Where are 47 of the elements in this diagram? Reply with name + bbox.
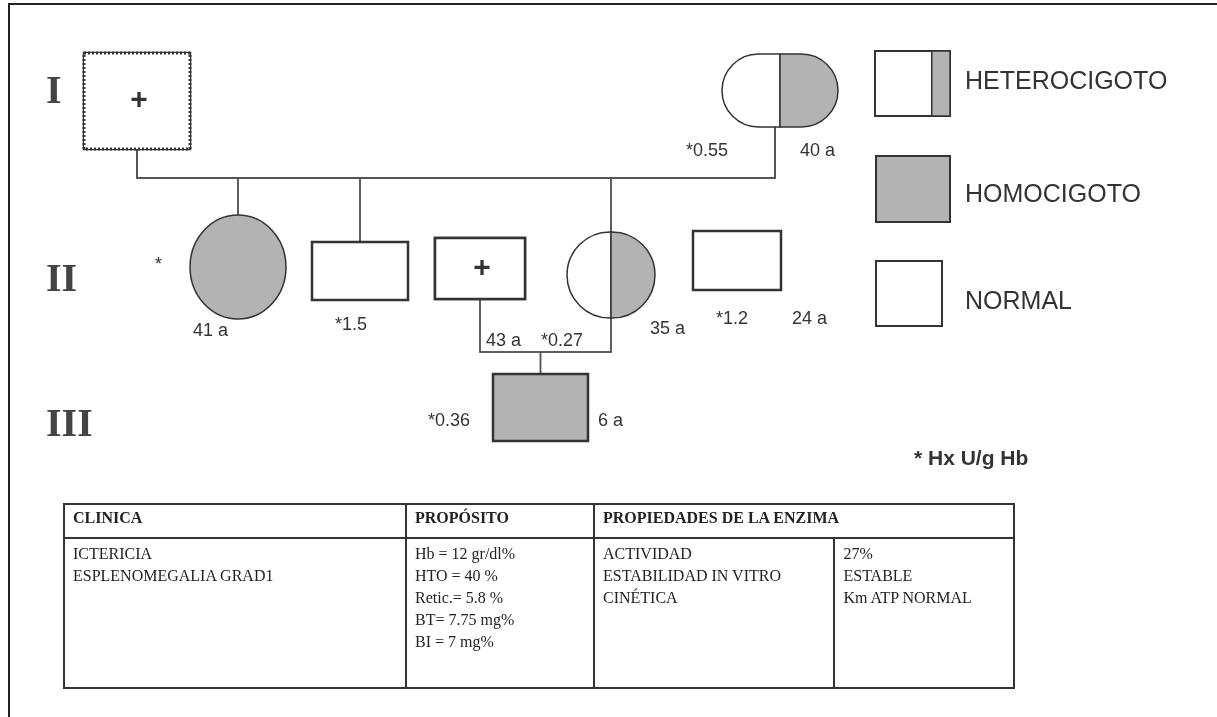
table-header-text: PROPÓSITO (415, 509, 510, 527)
table-text: Hb = 12 gr/dl% (415, 544, 517, 565)
annotation-text: 24 a (792, 308, 828, 328)
generation-numeral: II (46, 258, 78, 298)
table-text: ICTERICIA (73, 544, 154, 564)
homozygous-female-circle (190, 215, 286, 319)
table-text: BT= 7.75 mg% (415, 610, 516, 631)
table-text: ESPLENOMEGALIA GRAD1 (73, 566, 275, 586)
heterozygous-female-symbol (567, 232, 655, 318)
table-text: 27% (843, 544, 874, 564)
annotation-text: *0.36 (428, 410, 471, 430)
deceased-mark: + (130, 84, 148, 114)
annotation-text: * (155, 254, 162, 274)
generation-numeral: I (46, 70, 62, 110)
annotation-text: 43 a (486, 330, 522, 350)
table-text: Retic.= 5.8 % (415, 588, 505, 608)
male-square (693, 231, 781, 290)
male-square (312, 242, 408, 300)
footnote-text: * Hx U/g Hb (914, 446, 1029, 470)
annotation-text: *1.2 (716, 308, 749, 328)
annotation-text: *0.55 (686, 140, 729, 160)
legend-label: HETEROCIGOTO (965, 66, 1168, 94)
generation-numeral: III (46, 403, 93, 443)
deceased-male-square (435, 238, 525, 299)
legend-label: HOMOCIGOTO (965, 179, 1141, 207)
deceased-male-square (84, 53, 190, 149)
table-text: HTO = 40 % (415, 566, 499, 586)
table-text: Km ATP NORMAL (843, 588, 973, 608)
annotation-text: 41 a (193, 320, 229, 340)
annotation-text: *0.27 (541, 330, 584, 350)
annotation-text: 35 a (650, 318, 686, 338)
table-header-text: PROPIEDADES DE LA ENZIMA (603, 509, 841, 527)
deceased-mark: + (473, 251, 491, 282)
annotation-text: 40 a (800, 140, 836, 160)
pedigree-line (539, 317, 612, 375)
pedigree-line (610, 126, 776, 233)
annotation-text: *1.5 (335, 314, 368, 334)
homozygous-male-square (493, 374, 588, 441)
annotation-text: 6 a (598, 410, 624, 430)
legend-label: NORMAL (965, 286, 1072, 314)
table-text: ESTABLE (843, 566, 914, 586)
table-text: ACTIVIDAD (603, 544, 693, 564)
table-header-text: CLINICA (73, 509, 144, 527)
table-text: CINÉTICA (603, 587, 679, 608)
table-text: ESTABILIDAD IN VITRO (603, 566, 782, 586)
table-text: BI = 7 mg% (415, 632, 495, 653)
heterozygous-female-symbol (722, 54, 838, 127)
